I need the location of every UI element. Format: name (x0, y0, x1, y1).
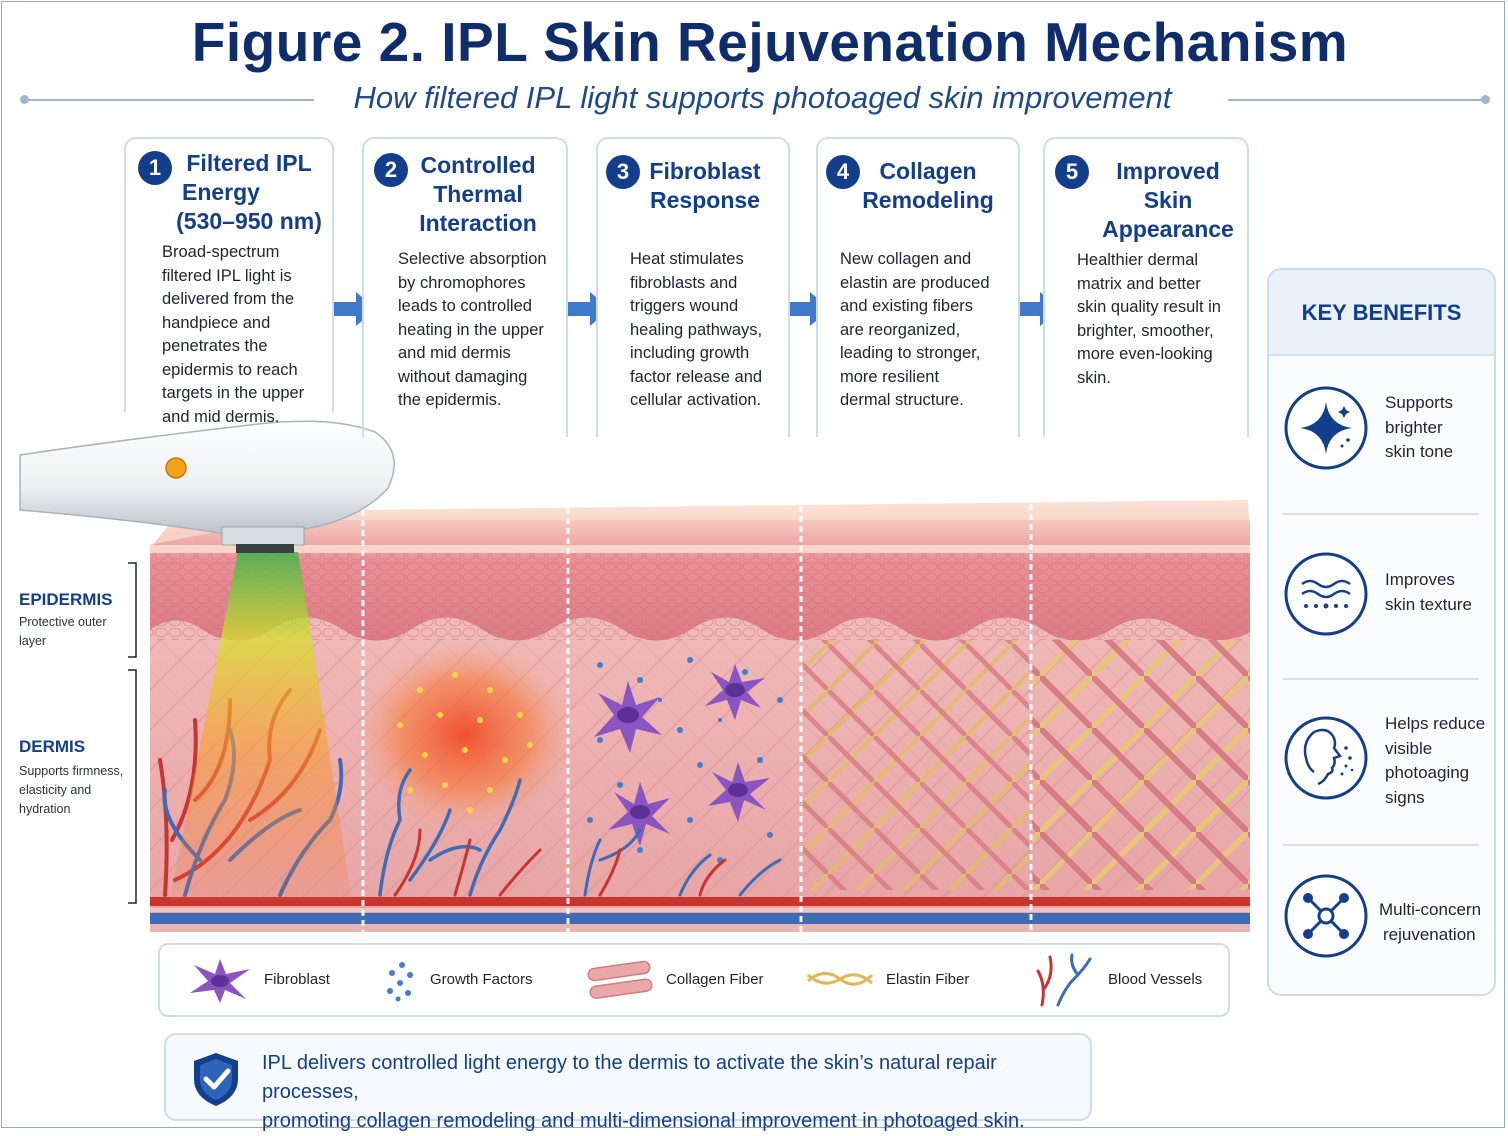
legend-label-elastin-fiber: Elastin Fiber (886, 971, 970, 988)
legend-label-growth-factors: Growth Factors (430, 971, 533, 988)
ipl-handpiece (19, 420, 395, 553)
key-benefits-header: KEY BENEFITS (1269, 270, 1494, 356)
texture-waves-icon (1284, 552, 1368, 636)
face-profile-icon (1284, 716, 1368, 800)
vessel-band-red (150, 897, 1250, 906)
legend-label-collagen-fiber: Collagen Fiber (666, 971, 764, 988)
benefit-separator (1283, 844, 1479, 846)
sparkle-icon (1284, 386, 1368, 470)
subtitle-rule-right (1228, 99, 1486, 101)
step-number-2: 2 (374, 153, 408, 187)
vessel-band-gap (150, 908, 1250, 912)
legend-label-blood-vessels: Blood Vessels (1108, 971, 1203, 988)
legend-item-fibroblast: Fibroblast (186, 945, 346, 1015)
network-nodes-icon (1284, 874, 1368, 958)
benefit-separator (1283, 678, 1479, 680)
fibroblast-cells (594, 664, 770, 846)
subtitle-rule-left-dot (20, 95, 29, 104)
collagen-fiber-icon (587, 960, 653, 999)
legend-item-blood-vessels: Blood Vessels (1032, 945, 1222, 1015)
shield-check-icon (194, 1053, 238, 1106)
legend-item-collagen-fiber: Collagen Fiber (584, 945, 774, 1015)
blood-vessels-icon (1036, 953, 1092, 1007)
elastin-fiber-icon (807, 972, 874, 986)
ipl-light-beam (170, 552, 352, 900)
fibroblast-icon (190, 959, 250, 1003)
step-number-1: 1 (138, 151, 172, 185)
heat-sparkles (397, 672, 533, 813)
growth-factors-icon (387, 962, 413, 1002)
remodeled-collagen-elastin (803, 640, 1029, 890)
figure-subtitle: How filtered IPL light supports photoage… (353, 80, 1172, 115)
legend-item-elastin-fiber: Elastin Fiber (806, 945, 986, 1015)
summary-text: IPL delivers controlled light energy to … (262, 1052, 1025, 1132)
epidermis-cells (150, 548, 1250, 640)
legend: Fibroblast Growth Factors Collagen Fiber… (158, 943, 1230, 1017)
legend-item-growth-factors: Growth Factors (382, 945, 552, 1015)
step-number-3: 3 (606, 155, 640, 189)
subcutaneous-edge (150, 924, 1250, 932)
step-number-5: 5 (1055, 155, 1089, 189)
benefit-separator (1283, 513, 1479, 515)
key-benefits-title: KEY BENEFITS (1301, 300, 1462, 325)
vessel-band-blue (150, 913, 1250, 924)
summary-box: IPL delivers controlled light energy to … (164, 1033, 1092, 1132)
growth-factor-dots (587, 657, 783, 863)
improved-dermal-matrix (1032, 640, 1250, 890)
epidermis-label: EPIDERMIS (19, 590, 113, 609)
layer-brackets (128, 562, 137, 904)
legend-label-fibroblast: Fibroblast (264, 971, 330, 988)
thermal-heat-zone (355, 640, 575, 830)
panel-dividers (361, 504, 1033, 932)
step-number-4: 4 (826, 155, 860, 189)
subtitle-rule-left (22, 99, 314, 101)
stratum-corneum (150, 545, 1250, 553)
figure-title: Figure 2. IPL Skin Rejuvenation Mechanis… (191, 11, 1349, 73)
subtitle-rule-right-dot (1481, 95, 1490, 104)
dermis-label: DERMIS (19, 737, 86, 756)
